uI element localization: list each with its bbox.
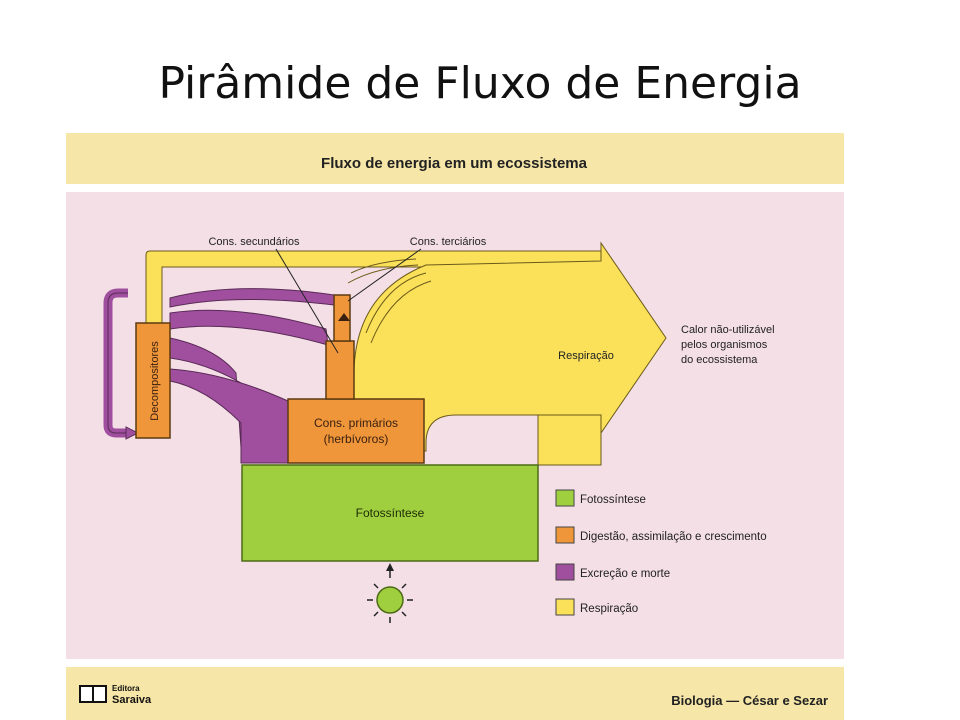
figure-background <box>66 133 844 720</box>
publisher-name-2: Saraiva <box>112 694 152 706</box>
legend-swatch-2 <box>555 563 575 581</box>
cons-secundarios-box <box>325 340 355 400</box>
legend-swatch-0 <box>555 489 575 507</box>
calor-label-1: Calor não-utilizável <box>681 324 775 336</box>
fotossintese-block <box>241 464 539 562</box>
calor-label-2: pelos organismos <box>681 339 768 351</box>
decompositores-label: Decompositores <box>149 341 161 421</box>
figure-title: Fluxo de energia em um ecossistema <box>321 155 588 172</box>
legend-label-1: Digestão, assimilação e crescimento <box>580 531 767 543</box>
legend-label-0: Fotossíntese <box>580 494 646 506</box>
legend-swatch-3 <box>555 598 575 616</box>
cons-primarios-label-1: Cons. primários <box>314 416 398 430</box>
cons-primarios-label-2: (herbívoros) <box>324 432 389 446</box>
decompositores-box <box>135 322 171 439</box>
sun-icon <box>367 563 413 623</box>
legend-label-2: Excreção e morte <box>580 568 670 580</box>
figure-footer-band <box>66 663 844 720</box>
legend-swatch-1 <box>555 526 575 544</box>
respiracao-label: Respiração <box>558 350 614 362</box>
cons-terciarios-label: Cons. terciários <box>410 236 487 248</box>
slide-title: Pirâmide de Fluxo de Energia <box>158 58 802 109</box>
footer-credit: Biologia — César e Sezar <box>671 693 828 708</box>
cons-secundarios-label: Cons. secundários <box>208 236 300 248</box>
respiration-main-arrow <box>353 241 667 452</box>
calor-label-3: do ecossistema <box>681 354 758 366</box>
legend-label-3: Respiração <box>580 603 638 615</box>
fotossintese-label: Fotossíntese <box>356 506 425 520</box>
legend: Fotossíntese Digestão, assimilação e cre… <box>555 489 767 616</box>
publisher-logo: Editora Saraiva <box>79 684 152 706</box>
figure-header-band <box>66 133 844 188</box>
publisher-name-1: Editora <box>112 684 140 693</box>
cons-primarios-box <box>287 398 425 464</box>
energy-flow-figure: Fluxo de energia em um ecossistema Decom… <box>66 133 844 720</box>
